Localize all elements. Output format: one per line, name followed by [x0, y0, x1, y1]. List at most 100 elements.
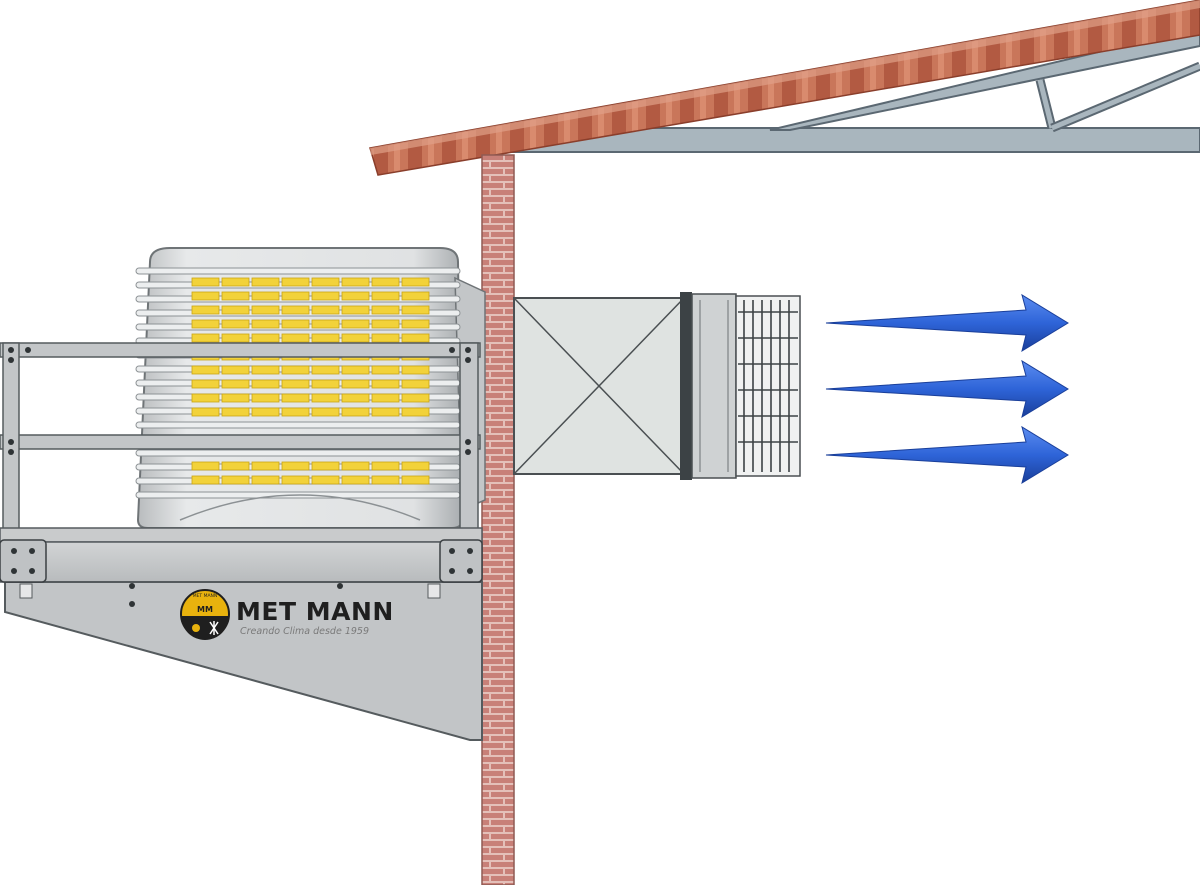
bolt	[337, 583, 343, 589]
cooler-pad-cell	[341, 277, 370, 287]
cooler-rib	[135, 421, 461, 429]
cooler-pad-cell	[401, 319, 430, 329]
cooler-pad-cell	[281, 277, 310, 287]
cooler-pad-cell	[281, 461, 310, 471]
cooler-pad-cell	[281, 475, 310, 485]
cooler-pad-cell	[371, 305, 400, 315]
evaporative-cooler-unit	[135, 247, 486, 529]
cooler-pad-cell	[251, 407, 280, 417]
cooler-pad-cell	[401, 461, 430, 471]
cooler-pad-cell	[221, 407, 250, 417]
platform-bracket	[0, 527, 483, 741]
cooler-pad-cell	[221, 393, 250, 403]
cooler-pad-cell	[251, 393, 280, 403]
cooler-pad-cell	[311, 393, 340, 403]
cooler-pad-cell	[191, 277, 220, 287]
bolt	[129, 601, 135, 607]
cooler-pad-cell	[311, 319, 340, 329]
bolt	[8, 347, 14, 353]
cooler-pad-cell	[311, 333, 340, 343]
cooler-pad-cell	[251, 319, 280, 329]
cooler-pad-cell	[221, 277, 250, 287]
cooler-pad-cell	[281, 393, 310, 403]
airflow-arrow-icon	[825, 359, 1069, 419]
bolt	[449, 347, 455, 353]
cooler-pad-cell	[371, 407, 400, 417]
cooler-pad-cell	[251, 291, 280, 301]
cooler-pad-cell	[401, 365, 430, 375]
cooler-pad-cell	[401, 333, 430, 343]
cooler-rib	[135, 449, 461, 457]
cooler-pad-cell	[251, 365, 280, 375]
bolt	[465, 449, 471, 455]
cooler-pad-cell	[251, 333, 280, 343]
bolt	[25, 347, 31, 353]
bracket-bolts	[11, 548, 473, 607]
cooler-pad-cell	[311, 277, 340, 287]
cooler-pad-cell	[191, 461, 220, 471]
cooler-pad-cell	[281, 305, 310, 315]
fan-snowflake-emblem-icon: MM MET MANN	[180, 589, 230, 640]
bolt	[449, 568, 455, 574]
cooler-pad-cell	[311, 461, 340, 471]
air-duct	[513, 292, 737, 480]
airflow-arrow-icon	[825, 425, 1069, 485]
cooler-pad-cell	[191, 291, 220, 301]
cooler-pad-cell	[401, 393, 430, 403]
cooler-pad-cell	[281, 291, 310, 301]
airflow-arrows	[825, 293, 1069, 485]
roof-tiles	[369, 0, 1200, 176]
cooler-pad-cell	[311, 291, 340, 301]
cooler-pad-cell	[371, 319, 400, 329]
bolt	[8, 439, 14, 445]
cooler-pad-cell	[191, 475, 220, 485]
bolt	[449, 548, 455, 554]
cooler-pad-cell	[341, 407, 370, 417]
cooler-pad-cell	[371, 277, 400, 287]
cooler-pad-cell	[251, 461, 280, 471]
cooler-pad-cell	[341, 393, 370, 403]
cooler-pad-cell	[371, 461, 400, 471]
brick-wall	[481, 154, 515, 885]
cooler-pad-cell	[311, 305, 340, 315]
cooler-pad-cell	[341, 333, 370, 343]
cooler-pad-cell	[401, 379, 430, 389]
cooler-pad-cell	[191, 393, 220, 403]
bolt	[467, 568, 473, 574]
cooler-pad-cell	[191, 407, 220, 417]
cooler-pad-cell	[341, 379, 370, 389]
cooler-pad-cell	[401, 475, 430, 485]
cooler-pad-cell	[221, 291, 250, 301]
cooler-pad-cell	[281, 379, 310, 389]
cooler-rib	[135, 267, 461, 275]
cooler-pad-cell	[371, 291, 400, 301]
bolt	[129, 583, 135, 589]
cooler-pad-cell	[191, 319, 220, 329]
brand-logo: MM MET MANN MET MANN Creando Clima desde…	[180, 589, 393, 640]
duct-outlet-grille	[735, 295, 801, 477]
bolt	[8, 357, 14, 363]
cooler-pad-cell	[191, 333, 220, 343]
cooler-pad-cell	[281, 407, 310, 417]
cooler-pad-cell	[281, 365, 310, 375]
cooler-pad-cell	[341, 319, 370, 329]
bolt	[465, 439, 471, 445]
cooler-pad-cell	[401, 407, 430, 417]
cooler-pad-cell	[341, 365, 370, 375]
railing-bolts	[8, 347, 471, 455]
bolt	[465, 357, 471, 363]
bolt	[29, 548, 35, 554]
bolt	[8, 449, 14, 455]
cooler-pad-cell	[401, 277, 430, 287]
bolt	[467, 548, 473, 554]
airflow-arrow-icon	[825, 293, 1069, 353]
cooler-pad-cell	[371, 475, 400, 485]
cooler-pad-cell	[221, 461, 250, 471]
emblem-initials: MM	[197, 605, 213, 614]
cooler-pad-grid	[191, 277, 430, 485]
cooler-pad-cell	[221, 475, 250, 485]
bolt	[11, 568, 17, 574]
cooler-pad-cell	[311, 475, 340, 485]
bolt	[465, 347, 471, 353]
